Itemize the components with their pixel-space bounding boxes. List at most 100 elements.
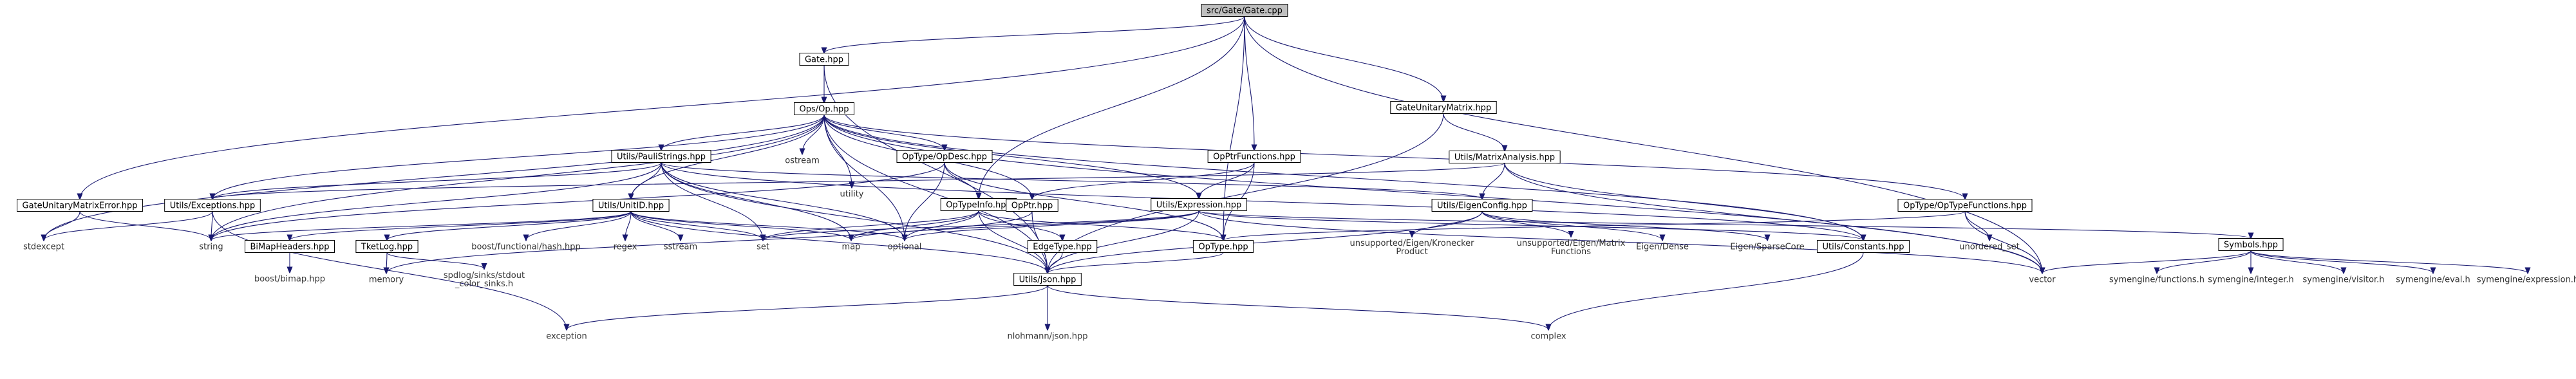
node-tket-log[interactable]: TketLog.hpp [355, 240, 418, 253]
node-label: string [199, 243, 223, 252]
node-op-desc[interactable]: OpType/OpDesc.hpp [896, 150, 993, 163]
edge-pauli-strings-to-eigen-config [661, 162, 1482, 199]
node-box [1207, 150, 1301, 163]
node-vector: vector [2029, 275, 2056, 285]
node-symengine-eval: symengine/eval.h [2396, 275, 2470, 285]
node-boost-hash: boost/functional/hash.hpp [471, 243, 581, 252]
node-opptr-functions[interactable]: OpPtrFunctions.hpp [1207, 150, 1301, 163]
node-complex: complex [1530, 332, 1566, 342]
edge-pauli-strings-to-set [661, 162, 763, 241]
edge-unit-id-to-bimap-headers [290, 211, 632, 241]
edge-gate-cpp-to-gate-unitary-matrix [1244, 16, 1443, 102]
node-gate-cpp[interactable]: src/Gate/Gate.cpp [1201, 4, 1288, 17]
node-op-ptr[interactable]: OpPtr.hpp [1006, 199, 1058, 212]
edge-op-hpp-to-stdexcept [44, 115, 825, 241]
node-box [799, 53, 849, 66]
node-box [1897, 199, 2033, 212]
edge-unit-id-to-map [630, 211, 851, 241]
node-unit-id[interactable]: Utils/UnitID.hpp [592, 199, 670, 212]
node-gate-unitary-matrix[interactable]: GateUnitaryMatrix.hpp [1390, 101, 1497, 114]
edge-op-type-info-to-utils-json [978, 210, 1048, 273]
node-label: exception [546, 332, 587, 342]
node-box [164, 199, 261, 212]
node-gate-unitary-matrix-error[interactable]: GateUnitaryMatrixError.hpp [17, 199, 143, 212]
node-label: OpType/OpDesc.hpp [902, 153, 987, 162]
node-memory: memory [369, 275, 404, 285]
node-label: symengine/integer.h [2208, 275, 2294, 285]
node-label: optional [888, 243, 922, 252]
edge-eigen-config-to-eigen-dense [1481, 211, 1662, 241]
edge-op-desc-to-op-type [944, 162, 1223, 241]
edge-symbols-to-vector [2042, 250, 2252, 273]
node-label: Utils/Exceptions.hpp [170, 201, 256, 211]
edge-symbols-to-symengine-visitor [2250, 250, 2344, 273]
edge-opptr-functions-to-utils-expression [1199, 162, 1255, 199]
node-nlohmann-json: nlohmann/json.hpp [1008, 332, 1088, 342]
node-op-hpp[interactable]: Ops/Op.hpp [794, 102, 854, 115]
node-label: spdlog/sinks/stdout [444, 271, 525, 281]
edge-gate-cpp-to-opptr-functions [1244, 16, 1254, 151]
edge-pauli-strings-to-utils-json [661, 162, 1048, 273]
node-edge-type[interactable]: EdgeType.hpp [1027, 240, 1098, 253]
node-label: Utils/Expression.hpp [1156, 201, 1241, 210]
node-label: OpType.hpp [1198, 243, 1248, 252]
node-label: Ops/Op.hpp [800, 105, 849, 115]
edge-gate-cpp-to-vector [1244, 16, 2042, 273]
edge-matrix-analysis-to-utils-exceptions [212, 163, 1505, 199]
edge-op-type-info-to-map [851, 210, 979, 241]
node-box [592, 199, 670, 212]
node-op-type-info[interactable]: OpTypeInfo.hpp [940, 198, 1017, 211]
node-box [1192, 240, 1254, 253]
node-label: GateUnitaryMatrixError.hpp [23, 201, 138, 211]
node-symbols[interactable]: Symbols.hpp [2218, 238, 2284, 251]
node-matrix-analysis[interactable]: Utils/MatrixAnalysis.hpp [1449, 151, 1561, 163]
edge-pauli-strings-to-map [661, 162, 851, 241]
edge-utils-expression-to-utils-json [1048, 210, 1199, 273]
edge-utils-expression-to-set [763, 210, 1199, 241]
edge-tket-log-to-memory [386, 252, 387, 273]
edge-symbols-to-symengine-expression [2250, 250, 2528, 273]
node-symengine-expression: symengine/expression.h [2477, 275, 2576, 285]
node-label: Utils/UnitID.hpp [598, 201, 664, 211]
node-op-type-functions[interactable]: OpType/OpTypeFunctions.hpp [1897, 199, 2033, 212]
node-box [1816, 240, 1910, 253]
node-label: OpPtrFunctions.hpp [1213, 153, 1295, 162]
edge-symbols-to-symengine-eval [2250, 250, 2433, 273]
node-label: boost/functional/hash.hpp [471, 243, 581, 252]
edge-op-hpp-to-utils-exceptions [212, 115, 825, 199]
node-op-type[interactable]: OpType.hpp [1192, 240, 1254, 253]
node-box [1013, 273, 1082, 286]
node-unordered-set: unordered_set [1959, 243, 2019, 252]
node-label: _color_sinks.h [455, 279, 513, 289]
node-utils-exceptions[interactable]: Utils/Exceptions.hpp [164, 199, 261, 212]
edge-unit-id-to-regex [625, 211, 632, 241]
edge-unit-id-to-sstream [630, 211, 681, 241]
node-utils-expression[interactable]: Utils/Expression.hpp [1151, 198, 1247, 211]
edge-op-hpp-to-utils-constants [823, 115, 1863, 241]
node-eigen-config[interactable]: Utils/EigenConfig.hpp [1431, 199, 1533, 212]
node-utils-constants[interactable]: Utils/Constants.hpp [1816, 240, 1910, 253]
node-stdexcept: stdexcept [23, 243, 64, 252]
node-box [1201, 4, 1288, 17]
edge-gate-cpp-to-gate-unitary-matrix-error [80, 16, 1245, 199]
node-label: symengine/visitor.h [2302, 275, 2384, 285]
node-box [245, 240, 335, 253]
node-sstream: sstream [664, 243, 697, 252]
edge-op-type-info-to-set [763, 210, 979, 241]
node-pauli-strings[interactable]: Utils/PauliStrings.hpp [611, 150, 711, 163]
edge-utils-exceptions-to-exception [212, 211, 567, 330]
edge-op-ptr-to-memory [386, 211, 1033, 273]
node-bimap-headers[interactable]: BiMapHeaders.hpp [245, 240, 335, 253]
node-box [2218, 238, 2284, 251]
edge-utils-expression-to-symbols [1198, 210, 2251, 239]
node-label: src/Gate/Gate.cpp [1207, 6, 1283, 16]
node-optional: optional [888, 243, 922, 252]
edge-op-type-to-utils-json [1048, 252, 1224, 273]
edge-unit-id-to-boost-hash [526, 211, 632, 241]
edge-utils-constants-to-complex [1548, 252, 1864, 330]
node-gate-hpp[interactable]: Gate.hpp [799, 53, 849, 66]
node-utils-json[interactable]: Utils/Json.hpp [1013, 273, 1082, 286]
node-label: Symbols.hpp [2224, 241, 2278, 250]
file-nodes: src/Gate/Gate.cppGate.hppGateUnitaryMatr… [17, 4, 2576, 342]
